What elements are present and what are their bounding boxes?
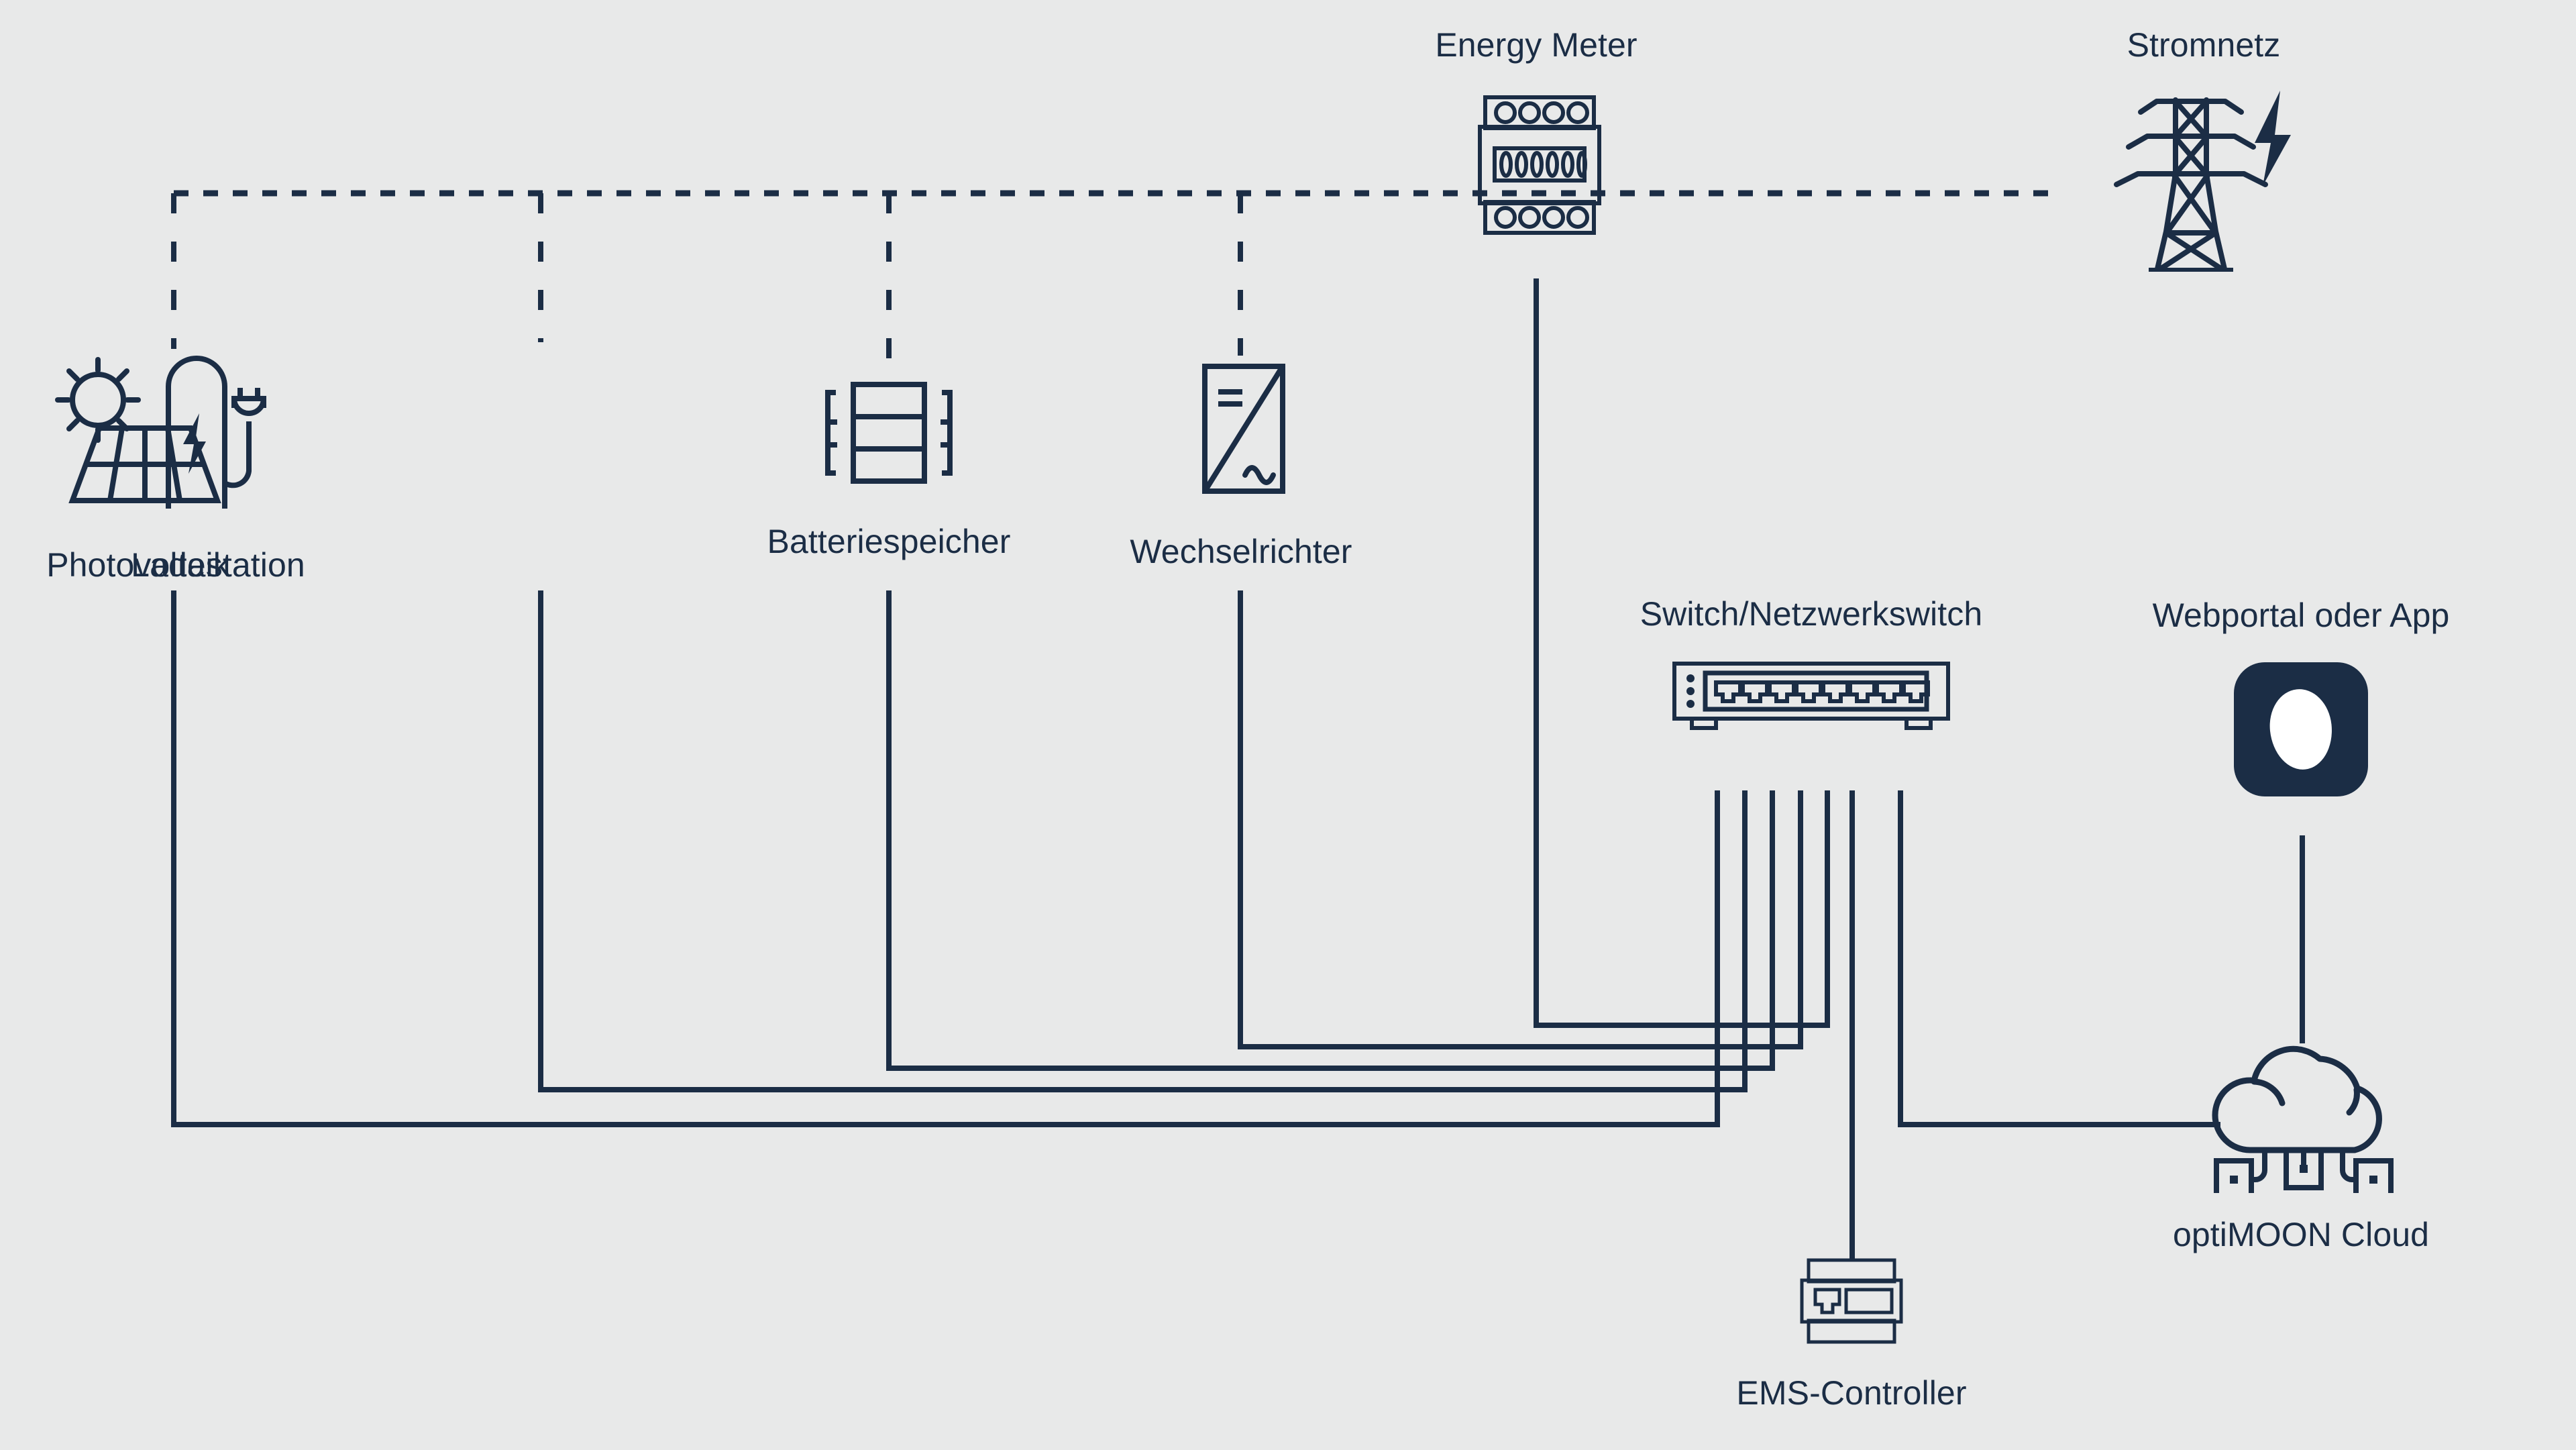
node-label-batteriespeicher: Batteriespeicher: [767, 523, 1011, 560]
network-lines: [171, 278, 2305, 1261]
node-batteriespeicher[interactable]: Batteriespeicher: [724, 379, 1053, 560]
line-wechselrichter-to-switch: [1238, 590, 1803, 1049]
node-energy-meter[interactable]: Energy Meter: [1402, 27, 1670, 246]
node-label-wechselrichter: Wechselrichter: [1130, 533, 1352, 570]
ev-charger-icon: [151, 349, 285, 513]
app-tile: [2234, 662, 2368, 796]
line-ladestation-to-switch: [538, 590, 1748, 1092]
optimoon-app-icon: [2234, 662, 2368, 796]
line-switch-to-cloud: [1898, 790, 2220, 1127]
node-ems-controller[interactable]: EMS-Controller: [1697, 1255, 2006, 1412]
line-photovoltaik-to-switch: [171, 590, 1720, 1127]
node-label-stromnetz: Stromnetz: [2127, 26, 2281, 64]
line-batteriespeicher-to-switch: [886, 590, 1775, 1071]
node-cloud[interactable]: optiMOON Cloud: [2147, 1039, 2455, 1253]
inverter-icon: [1181, 362, 1301, 500]
node-webportal[interactable]: Webportal oder App: [2120, 597, 2482, 796]
node-wechselrichter[interactable]: Wechselrichter: [1093, 362, 1389, 570]
power-bus-dashed: [171, 190, 2053, 366]
node-ladestation[interactable]: Ladestation: [121, 349, 315, 584]
battery-storage-icon: [812, 379, 966, 490]
network-switch-icon: [1670, 660, 1952, 743]
cloud-icon: [2200, 1039, 2402, 1201]
line-energymeter-to-switch: [1534, 278, 1830, 1028]
node-label-cloud: optiMOON Cloud: [2172, 1216, 2430, 1253]
node-label-switch: Switch/Netzwerkswitch: [1640, 595, 1983, 633]
node-label-ladestation: Ladestation: [131, 546, 305, 584]
node-label-photovoltaik: Photovoltaik: [46, 546, 230, 584]
node-label-ems-controller: EMS-Controller: [1736, 1374, 1967, 1412]
node-label-energy-meter: Energy Meter: [1435, 26, 1638, 64]
moon-glyph: [2265, 686, 2337, 773]
node-switch[interactable]: Switch/Netzwerkswitch: [1563, 596, 2059, 743]
power-pylon-icon: [2110, 77, 2298, 275]
node-label-webportal: Webportal oder App: [2152, 597, 2450, 634]
ems-controller-icon: [1791, 1255, 1912, 1352]
energy-meter-icon: [1469, 88, 1603, 246]
node-stromnetz[interactable]: Stromnetz: [2019, 27, 2388, 275]
